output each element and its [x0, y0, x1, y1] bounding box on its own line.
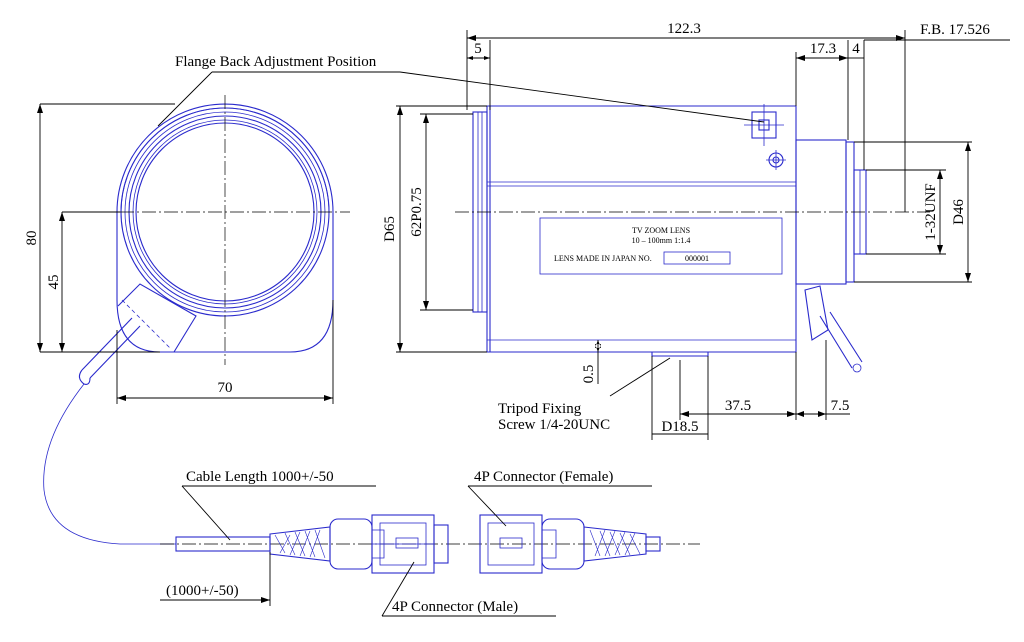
thread-dim: 62P0.75 [409, 187, 425, 237]
tripod-screw-label: Screw 1/4-20UNC [498, 417, 610, 433]
mount-dia-dim: D46 [951, 199, 967, 225]
tripod-label: Tripod Fixing [498, 401, 582, 417]
cable-length-short-label: (1000+/-50) [166, 583, 239, 599]
cable-assembly [43, 383, 700, 617]
body-dia-dim: D65 [382, 216, 398, 242]
width-dim: 70 [218, 380, 233, 396]
connector-male-label: 4P Connector (Male) [392, 599, 518, 615]
center-height-dim: 45 [46, 275, 62, 290]
rear-length-dim: 17.3 [810, 41, 836, 57]
plate-made-in: LENS MADE IN JAPAN NO. [554, 254, 652, 263]
flange-back-label: Flange Back Adjustment Position [175, 54, 377, 70]
rear-gap-dim: 4 [852, 41, 860, 57]
tripod-offset-dim: 0.5 [581, 365, 597, 384]
plate-serial: 000001 [685, 254, 709, 263]
front-offset-dim: 5 [474, 41, 482, 57]
tripod-pos-dim: 37.5 [725, 398, 751, 414]
mount-thread-dim: 1-32UNF [923, 183, 939, 241]
connector-female-label: 4P Connector (Female) [474, 469, 613, 485]
front-view [37, 71, 400, 404]
flange-back-dim: F.B. 17.526 [920, 22, 990, 38]
tripod-dia-dim: D18.5 [661, 419, 698, 435]
rear-offset-dim: 7.5 [831, 398, 850, 414]
side-view [396, 30, 1010, 440]
height-dim: 80 [24, 231, 40, 246]
cable-length-label: Cable Length 1000+/-50 [186, 469, 334, 485]
overall-length-dim: 122.3 [667, 21, 701, 37]
plate-title: TV ZOOM LENS [632, 226, 690, 235]
plate-spec: 10 – 100mm 1:1.4 [632, 236, 691, 245]
